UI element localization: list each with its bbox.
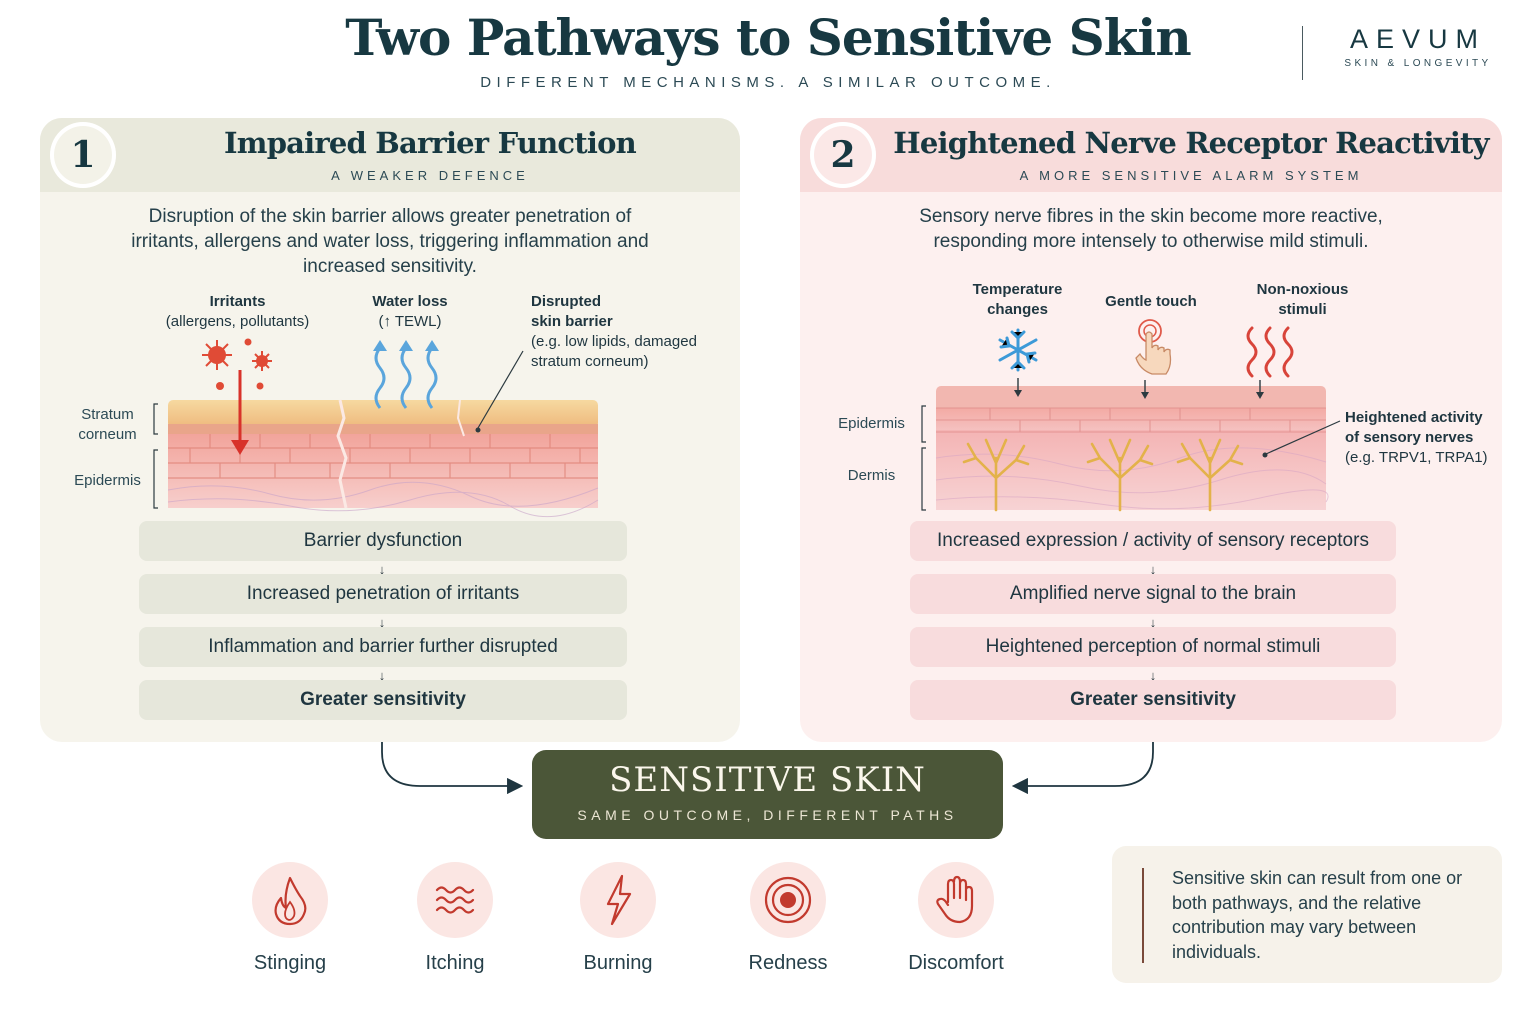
- brand-divider: [1302, 26, 1303, 80]
- down-arrow-icon: ↓: [1149, 615, 1157, 630]
- pathway2-step-1: Increased expression / activity of senso…: [910, 521, 1396, 561]
- flame-icon: [274, 876, 307, 926]
- pathway2-description: Sensory nerve fibres in the skin become …: [919, 206, 1383, 252]
- pathway1-step-1: Barrier dysfunction: [139, 521, 627, 561]
- down-arrow-icon: ↓: [378, 668, 386, 683]
- pathway2-subtitle: A MORE SENSITIVE ALARM SYSTEM: [1019, 168, 1363, 183]
- note-accent-bar: [1142, 868, 1144, 963]
- brand-logo: AEVUM: [1349, 24, 1487, 54]
- pathway1-description: Disruption of the skin barrier allows gr…: [131, 206, 649, 277]
- pathway2-step-2: Amplified nerve signal to the brain: [910, 574, 1396, 614]
- barrier-skin-illustration: [153, 338, 599, 518]
- target-icon: [764, 876, 812, 924]
- water-loss-label: Water loss(↑ TEWL): [372, 293, 448, 330]
- note-box: Sensitive skin can result from one or bo…: [1112, 846, 1502, 983]
- symptom-stinging: Stinging: [220, 862, 360, 975]
- pathway1-header: 1 Impaired Barrier Function A WEAKER DEF…: [40, 118, 740, 192]
- page-subtitle: DIFFERENT MECHANISMS. A SIMILAR OUTCOME.: [480, 74, 1056, 91]
- heat-waves-icon: [1246, 326, 1294, 378]
- lightning-icon: [606, 874, 632, 926]
- pathway1-number-badge: 1: [50, 122, 116, 188]
- down-arrow-icon: ↓: [378, 615, 386, 630]
- pathway1-step-2: Increased penetration of irritants: [139, 574, 627, 614]
- symptom-discomfort: Discomfort: [886, 862, 1026, 975]
- symptom-label: Burning: [583, 952, 653, 974]
- hand-icon: [936, 875, 974, 924]
- down-arrow-icon: ↓: [1149, 562, 1157, 577]
- pathway2-title: Heightened Nerve Receptor Reactivity: [893, 126, 1489, 160]
- snowflake-icon: [998, 328, 1038, 372]
- brand-tagline: SKIN & LONGEVITY: [1344, 58, 1492, 69]
- pathway1-title: Impaired Barrier Function: [224, 126, 637, 160]
- pathway2-step-4: Greater sensitivity: [910, 680, 1396, 720]
- symptom-itching: Itching: [385, 862, 525, 975]
- symptom-label: Discomfort: [908, 952, 1004, 974]
- pathway2-step-3: Heightened perception of normal stimuli: [910, 627, 1396, 667]
- symptom-label: Stinging: [253, 952, 327, 974]
- pathway1-step-4: Greater sensitivity: [139, 680, 627, 720]
- epidermis-label: Epidermis: [74, 472, 141, 489]
- outcome-subtitle: SAME OUTCOME, DIFFERENT PATHS: [577, 807, 958, 823]
- pathway2-header: 2 Heightened Nerve Receptor Reactivity A…: [800, 118, 1502, 192]
- down-arrow-icon: ↓: [378, 562, 386, 577]
- pathway2-number-badge: 2: [810, 122, 876, 188]
- waves-icon: [435, 886, 475, 914]
- finger-touch-icon: [1135, 319, 1172, 375]
- water-loss-arrows: [374, 347, 438, 409]
- symptom-redness: Redness: [718, 862, 858, 975]
- irritants-label: Irritants(allergens, pollutants): [165, 293, 310, 330]
- symptom-burning: Burning: [548, 862, 688, 975]
- epidermis-label: Epidermis: [838, 415, 905, 432]
- dermis-label: Dermis: [847, 467, 896, 484]
- nerve-skin-illustration: [921, 319, 1341, 512]
- down-arrow-icon: ↓: [1149, 668, 1157, 683]
- outcome-box: SENSITIVE SKIN SAME OUTCOME, DIFFERENT P…: [532, 750, 1003, 839]
- page-title: Two Pathways to Sensitive Skin: [345, 8, 1191, 67]
- pathway2-panel: 2 Heightened Nerve Receptor Reactivity A…: [800, 118, 1502, 742]
- gentle-touch-label: Gentle touch: [1105, 293, 1197, 310]
- symptom-label: Itching: [425, 952, 485, 974]
- symptom-label: Redness: [748, 952, 828, 974]
- note-text: Sensitive skin can result from one or bo…: [1172, 868, 1463, 962]
- outcome-title: SENSITIVE SKIN: [609, 760, 926, 800]
- pathway1-step-3: Inflammation and barrier further disrupt…: [139, 627, 627, 667]
- pathway1-subtitle: A WEAKER DEFENCE: [331, 168, 529, 183]
- pathway1-panel: 1 Impaired Barrier Function A WEAKER DEF…: [40, 118, 740, 742]
- sensory-nerve-fibres: [962, 438, 1244, 512]
